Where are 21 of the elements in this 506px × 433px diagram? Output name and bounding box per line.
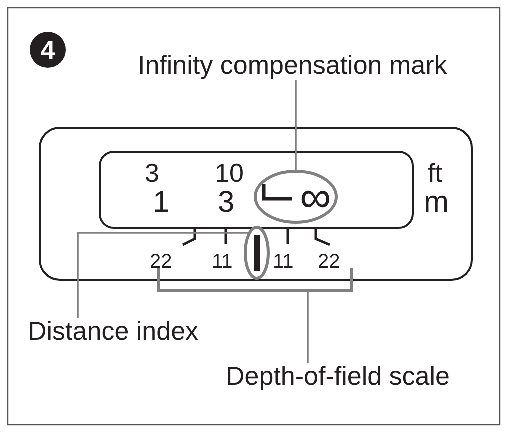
leader-line: [295, 80, 297, 171]
scale-label: ft: [428, 160, 442, 186]
scale-label: 22: [318, 252, 340, 272]
leader-line: [307, 292, 309, 363]
scale-label: ∞: [300, 176, 332, 220]
scale-label: 22: [150, 252, 172, 272]
scale-label: 3: [218, 188, 235, 218]
scale-label: 11: [212, 252, 233, 272]
bracket: [157, 268, 353, 292]
scale-label: 1: [153, 188, 170, 218]
callout-text: Infinity compensation mark: [138, 52, 448, 78]
callout-text: Distance index: [28, 318, 199, 344]
scale-label: 10: [215, 160, 244, 186]
scale-label: 11: [273, 252, 294, 272]
highlight-ellipse: [254, 170, 338, 224]
scale-label: m: [424, 188, 449, 218]
leader-line: [77, 232, 248, 318]
callout-text: Depth-of-field scale: [226, 363, 450, 389]
scale-label: 3: [145, 160, 160, 186]
step-number-badge: 4: [30, 32, 66, 68]
highlight-ellipse: [244, 226, 270, 280]
